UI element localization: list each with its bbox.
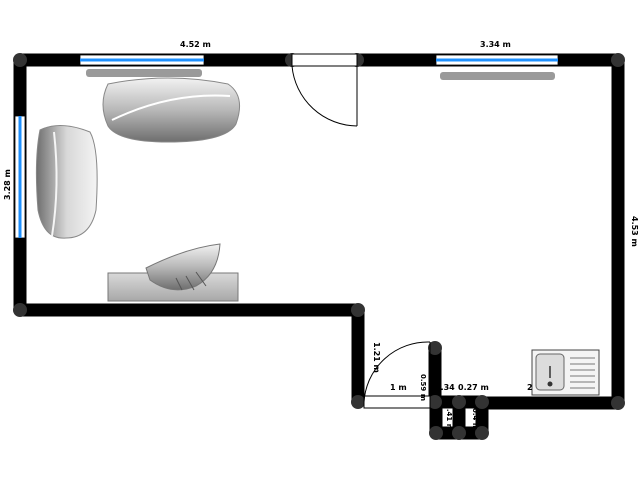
- sink-label: 2: [527, 383, 533, 392]
- dimension-closet-top: 0.34: [435, 383, 455, 392]
- window-icon: [14, 54, 559, 239]
- dimension-closet-right: 0.27 m: [458, 383, 489, 392]
- door-swing-icon: [291, 53, 358, 127]
- door-swing-icon: [363, 341, 431, 409]
- dimension-door-width: 1 m: [390, 383, 407, 392]
- shelf: [86, 69, 202, 77]
- dimension-closet-b: 0.4 m: [471, 408, 479, 430]
- dimension-closet-a: 0.41 m: [445, 404, 453, 431]
- dimension-right: 4.53 m: [630, 216, 639, 247]
- dimension-top-left: 4.52 m: [180, 40, 211, 49]
- dimension-left: 3.28 m: [3, 169, 12, 200]
- sofa-icon: [102, 77, 241, 143]
- walls: [13, 53, 625, 440]
- dimension-door-height: 1.21 m: [372, 342, 381, 373]
- armchair-icon: [145, 243, 221, 291]
- sink-icon: [531, 349, 600, 396]
- sofa-icon: [35, 125, 98, 239]
- dimension-closet-c: 0.59 m: [419, 374, 427, 401]
- dimension-top-right: 3.34 m: [480, 40, 511, 49]
- shelf: [440, 72, 555, 80]
